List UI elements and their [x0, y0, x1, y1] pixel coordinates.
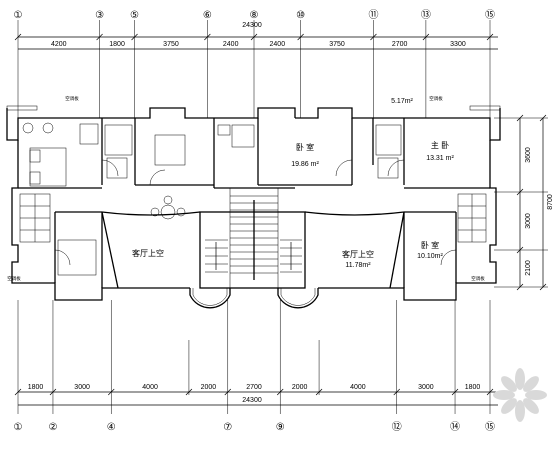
bathroom-left: [104, 124, 133, 156]
top-axis-5: ⑤: [130, 10, 139, 21]
bottom-dim-7: 4000: [350, 384, 366, 391]
top-dim-6: 3750: [329, 41, 345, 48]
top-tick-5: [131, 33, 138, 41]
top-total-dimension: 24300: [242, 22, 262, 29]
bottom-tick-7: [224, 388, 232, 396]
top-axis-13: ⑬: [421, 9, 431, 21]
top-axis-3: ③: [95, 10, 104, 21]
top-dim-8: 3300: [450, 41, 466, 48]
top-axis-11: ⑪: [368, 9, 378, 21]
top-tick-8: [250, 33, 258, 41]
room-labels: 卧 室 19.86 m² 主 卧 13.31 m² 5.17m² 客厅上空 客厅…: [7, 95, 485, 282]
top-dimension-chain: ① ③ ⑤ ⑥ ⑧ ⑩ ⑪ ⑬ ⑮ 4200 1800 3750 2400 2400 3750 2700 33…: [14, 9, 498, 118]
top-dim-1: 4200: [51, 41, 67, 48]
bed-center: [154, 134, 186, 166]
room-area-master-bedroom: 13.31 m²: [426, 155, 454, 162]
bathtub-right: [377, 157, 399, 179]
top-tick-13: [422, 33, 430, 41]
bottom-axis-14: ⑭: [450, 421, 460, 433]
top-dim-5: 2400: [270, 41, 286, 48]
right-dim-2: 3000: [525, 213, 532, 229]
bathtub-left: [106, 157, 128, 179]
room-name-bedroom-right: 卧 室: [421, 240, 439, 250]
bed-lower-left: [57, 239, 97, 276]
bottom-axis-15: ⑮: [485, 421, 495, 433]
dining-table: [160, 204, 176, 220]
bottom-tick-12: [393, 388, 401, 396]
bottom-axis-12: ⑫: [392, 421, 402, 433]
bottom-dim-9: 1800: [465, 384, 481, 391]
toilet-left: [217, 124, 231, 136]
top-axis-15: ⑮: [485, 9, 495, 21]
top-axis-markers: ① ③ ⑤ ⑥ ⑧ ⑩ ⑪ ⑬ ⑮: [14, 9, 495, 118]
room-area-balcony: 5.17m²: [391, 98, 413, 105]
right-dim-3: 2100: [525, 260, 532, 276]
watermark-flower-logo: [493, 368, 547, 422]
right-dim-1: 3600: [525, 147, 532, 163]
bottom-dimension-labels: 1800 3000 4000 2000 2700 2000 4000 3000 1800: [28, 340, 481, 396]
bottom-axis-7: ⑦: [223, 422, 232, 433]
top-tick-6: [204, 33, 211, 41]
bottom-dimension-chain: ① ② ④ ⑦ ⑨ ⑫ ⑭ ⑮ 1800 3000 4000 2000 2700 2000 4000 300…: [14, 300, 498, 433]
top-tick-3: [96, 33, 103, 41]
room-name-bedroom-center: 卧 室: [296, 142, 314, 152]
right-dimension-chain: 3600 3000 2100 8700: [494, 114, 554, 291]
bottom-dim-4: 2000: [201, 384, 217, 391]
top-tick-11: [370, 33, 377, 41]
building-walls: [6, 105, 501, 309]
top-dim-2: 1800: [109, 41, 125, 48]
bottom-tick-2: [49, 388, 57, 396]
bottom-tick-9: [276, 388, 284, 396]
top-dim-4: 2400: [223, 41, 239, 48]
top-axis-6: ⑥: [203, 10, 212, 21]
room-area-bedroom-right: 10.10m²: [417, 253, 443, 260]
bottom-axis-2: ②: [48, 422, 57, 433]
bottom-tick-14: [451, 388, 459, 396]
top-tick-1: [14, 33, 22, 41]
bathroom-right: [375, 124, 402, 156]
bottom-dim-6: 2000: [292, 384, 308, 391]
room-name-living-left: 客厅上空: [132, 248, 164, 258]
bottom-axis-4: ④: [107, 422, 116, 433]
top-tick-10: [297, 33, 304, 41]
top-axis-10: ⑩: [296, 10, 305, 21]
stair-core: [199, 211, 306, 289]
top-dim-3: 3750: [163, 41, 179, 48]
bottom-dim-5: 2700: [246, 384, 262, 391]
lounge-chair: [42, 122, 54, 134]
bottom-extra-tick-1: [185, 388, 193, 396]
bottom-dim-2: 3000: [74, 384, 90, 391]
bed-master-left: [29, 147, 67, 187]
label-ac-board-top-left: 空调板: [65, 95, 79, 102]
top-dim-7: 2700: [392, 41, 408, 48]
top-axis-8: ⑧: [250, 10, 259, 21]
label-ac-board-bottom-right: 空调板: [471, 275, 485, 282]
right-total-dimension: 8700: [547, 194, 554, 210]
bottom-tick-1: [14, 388, 22, 396]
bottom-tick-15: [486, 388, 494, 396]
bottom-total-dimension: 24300: [242, 397, 262, 404]
sink-left: [231, 124, 255, 148]
bottom-axis-markers: ① ② ④ ⑦ ⑨ ⑫ ⑭ ⑮: [14, 300, 495, 433]
top-dimension-labels: 4200 1800 3750 2400 2400 3750 2700 3300: [51, 41, 466, 48]
bottom-tick-4: [107, 388, 115, 396]
label-ac-board-top-right: 空调板: [429, 95, 443, 102]
bottom-dim-1: 1800: [28, 384, 44, 391]
top-axis-1: ①: [14, 10, 23, 21]
bottom-axis-1: ①: [14, 422, 23, 433]
bottom-dim-8: 3000: [418, 384, 434, 391]
top-tick-15: [486, 33, 494, 41]
room-area-living-right: 11.78m²: [345, 262, 371, 269]
stair-treads: [205, 195, 302, 280]
bottom-dim-3: 4000: [142, 384, 158, 391]
label-ac-board-bottom-left: 空调板: [7, 275, 21, 282]
room-area-bedroom-center: 19.86 m²: [291, 161, 319, 168]
room-name-living-right: 客厅上空: [342, 249, 374, 259]
room-name-master-bedroom: 主 卧: [431, 140, 449, 150]
bottom-axis-9: ⑨: [276, 422, 285, 433]
bottom-extra-tick-2: [315, 388, 323, 396]
